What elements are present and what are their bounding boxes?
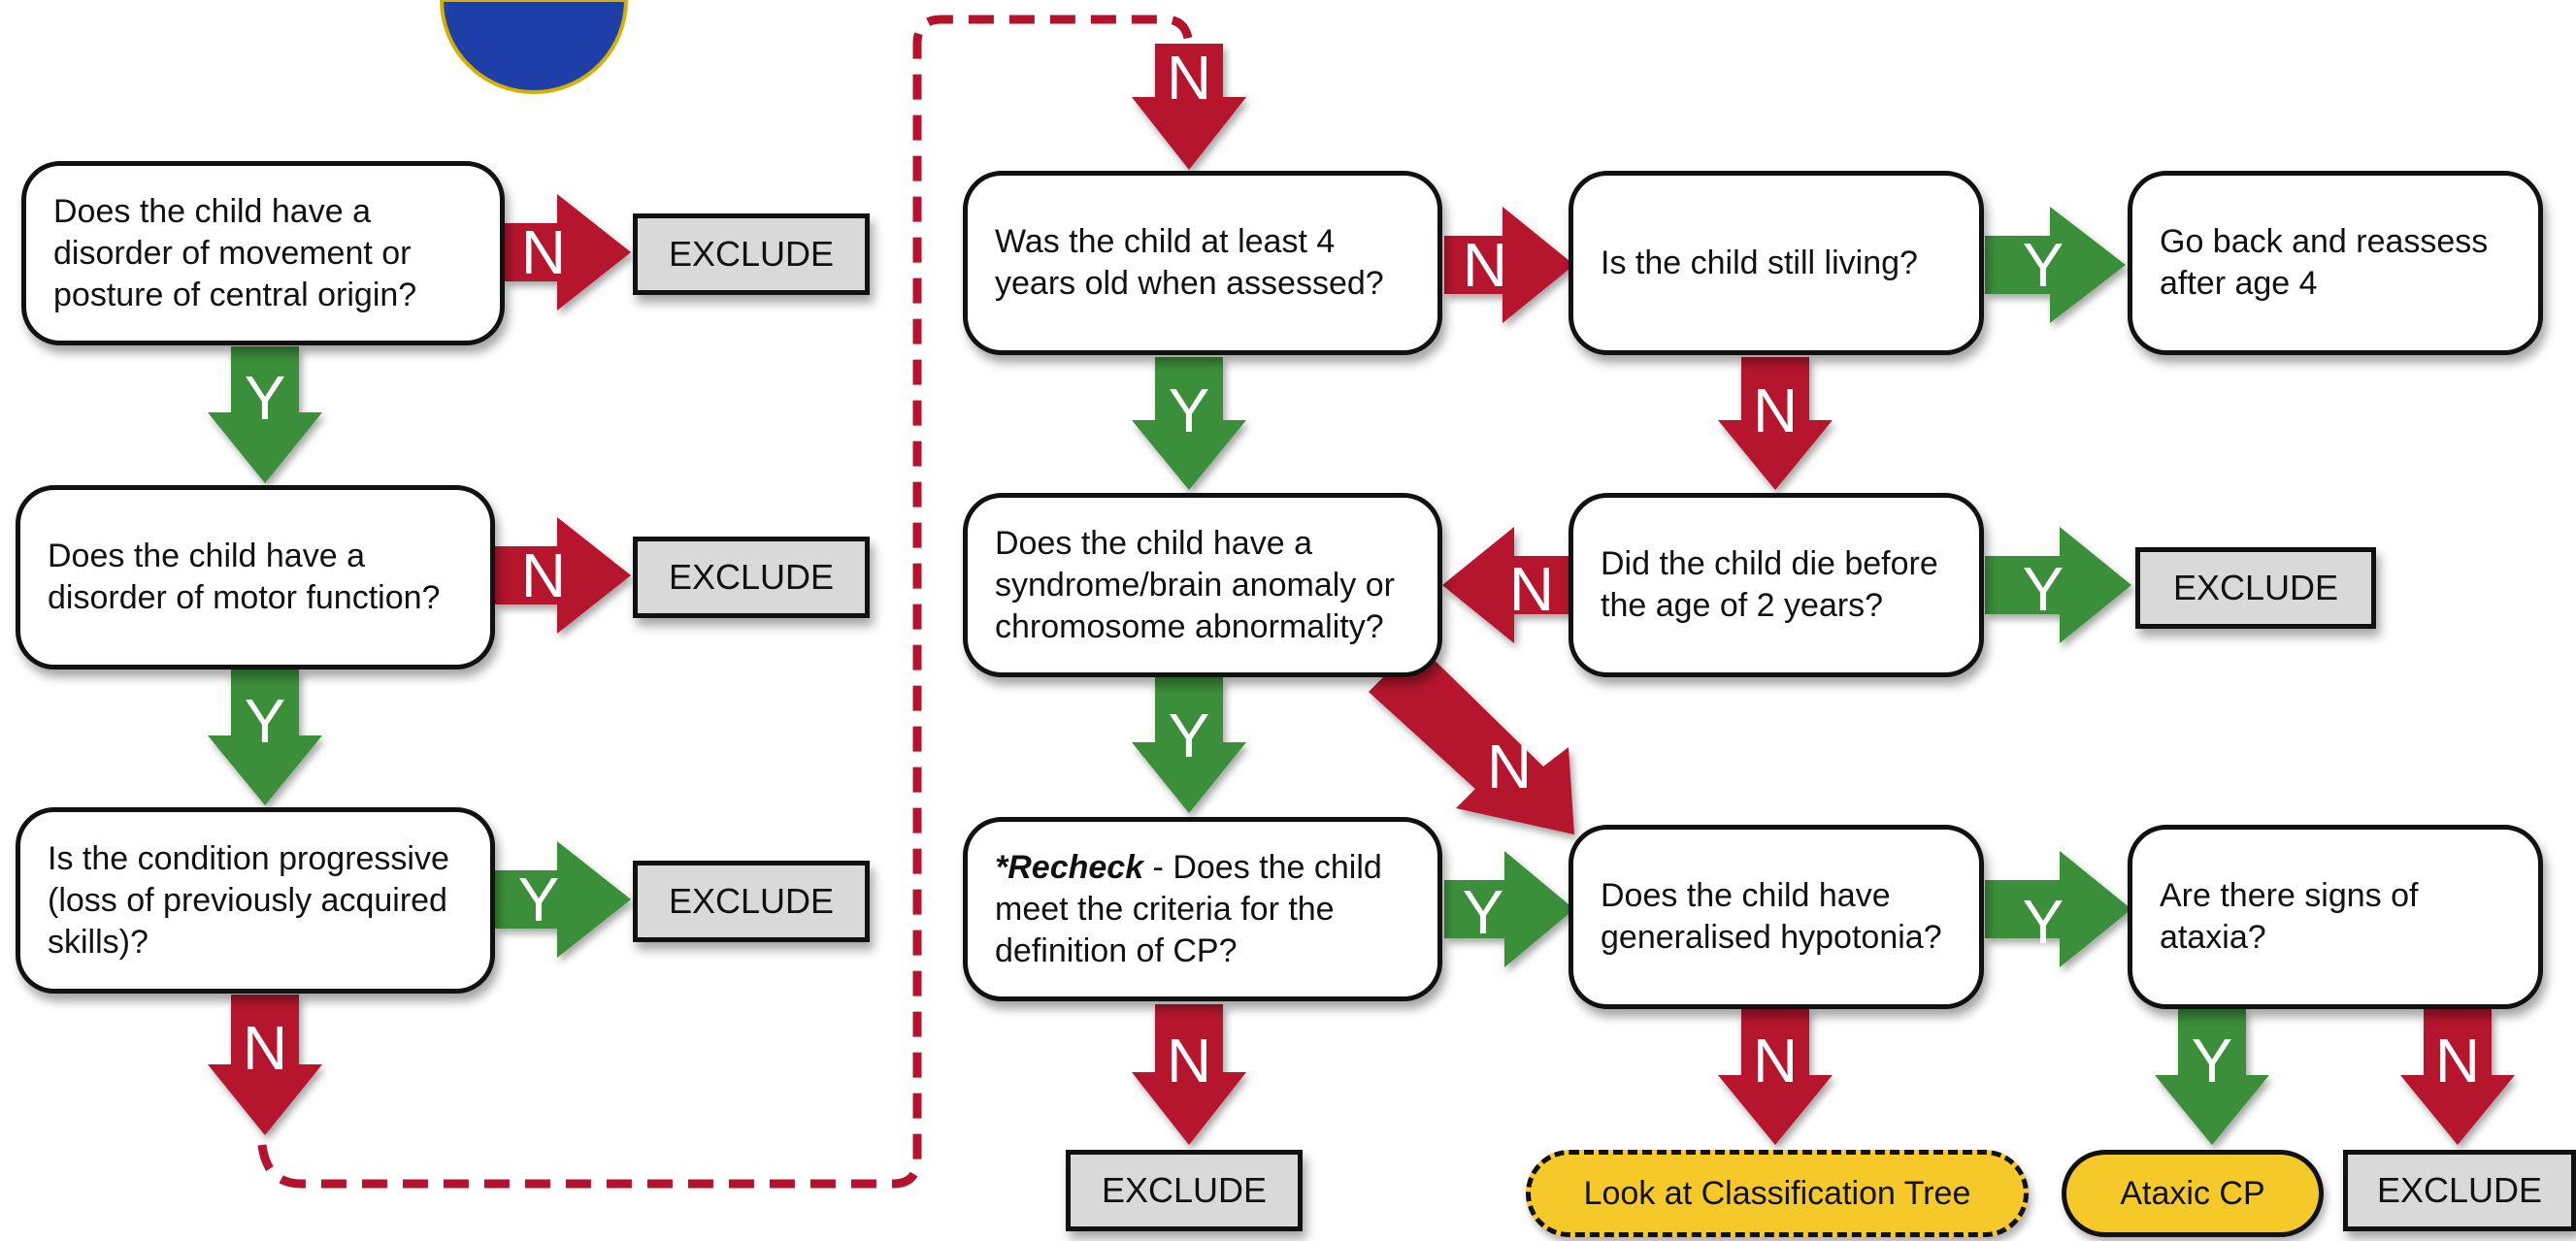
dashed-connector: [257, 15, 1194, 1189]
yes-arrow-q4: [1132, 357, 1246, 490]
label-n-q11: N: [2435, 1026, 2480, 1095]
yes-arrow-q10: [1985, 851, 2131, 967]
label-n-q4: N: [1463, 230, 1507, 300]
no-arrow-q9: [1132, 1004, 1246, 1145]
no-arrow-q8: [1442, 527, 1572, 643]
question-age-four-text: Was the child at least 4 years old when …: [995, 223, 1384, 302]
ataxic-cp-text: Ataxic CP: [2120, 1174, 2265, 1212]
classification-tree-box[interactable]: Look at Classification Tree: [1526, 1150, 2029, 1237]
question-motor-function-text: Does the child have a disorder of motor …: [48, 538, 441, 616]
label-y-q7: Y: [1169, 701, 1210, 770]
question-still-living: Is the child still living?: [1569, 171, 1984, 355]
exclude-label: EXCLUDE: [1101, 1170, 1268, 1210]
question-progressive: Is the condition progressive (loss of pr…: [16, 807, 495, 994]
label-y-q2: Y: [245, 686, 286, 756]
yes-arrow-q5: [1985, 207, 2126, 323]
label-y-q4: Y: [1169, 376, 1210, 445]
label-y-q5: Y: [2023, 230, 2064, 300]
question-still-living-text: Is the child still living?: [1601, 244, 1918, 281]
label-y-q9: Y: [1463, 877, 1504, 947]
classification-tree-text: Look at Classification Tree: [1583, 1174, 1971, 1212]
label-n-q8: N: [1509, 554, 1554, 624]
label-n-q9: N: [1167, 1026, 1211, 1095]
question-movement-disorder-text: Does the child have a disorder of moveme…: [53, 192, 417, 313]
yes-arrow-q7: [1132, 677, 1246, 813]
no-arrow-q7-diagonal: [1369, 643, 1574, 834]
recheck-rest: - Does the child meet the criteria for t…: [995, 848, 1382, 969]
exclude-label: EXCLUDE: [2376, 1170, 2543, 1210]
yes-arrow-q3: [495, 841, 631, 958]
question-progressive-text: Is the condition progressive (loss of pr…: [48, 839, 449, 961]
yes-arrow-q11: [2155, 1009, 2269, 1145]
exclude-box-5: EXCLUDE: [1066, 1150, 1303, 1231]
label-y-q10: Y: [2023, 887, 2064, 957]
no-arrow-into-q4: [1132, 44, 1246, 170]
question-syndrome-text: Does the child have a syndrome/brain ano…: [995, 524, 1395, 645]
question-died-before-two-text: Did the child die before the age of 2 ye…: [1601, 545, 1938, 624]
question-hypotonia: Does the child have generalised hypotoni…: [1569, 825, 1984, 1009]
label-n-into-q4: N: [1167, 43, 1211, 113]
label-n-q10: N: [1753, 1026, 1798, 1095]
no-arrow-q2: [495, 517, 631, 634]
question-hypotonia-text: Does the child have generalised hypotoni…: [1601, 877, 1942, 956]
question-recheck-cp-text: *Recheck - Does the child meet the crite…: [995, 847, 1408, 972]
no-arrow-q3: [208, 995, 322, 1135]
yes-arrow-q1: [208, 346, 322, 483]
no-arrow-q11: [2400, 1009, 2515, 1145]
label-n-q5: N: [1753, 376, 1798, 445]
exclude-box-1: EXCLUDE: [633, 213, 870, 295]
reassess-box: Go back and reassess after age 4: [2128, 171, 2543, 355]
label-n-q1: N: [521, 217, 566, 287]
label-n-q2: N: [521, 540, 566, 610]
label-y-q11: Y: [2192, 1026, 2233, 1095]
label-y-q8: Y: [2023, 554, 2064, 624]
reassess-text: Go back and reassess after age 4: [2160, 223, 2489, 302]
exclude-box-6: EXCLUDE: [2343, 1150, 2576, 1231]
exclude-label: EXCLUDE: [668, 881, 835, 921]
no-arrow-q4: [1444, 207, 1574, 323]
logo-icon: [439, 0, 629, 94]
exclude-label: EXCLUDE: [668, 234, 835, 274]
ataxic-cp-box: Ataxic CP: [2062, 1150, 2324, 1237]
no-arrow-q10: [1718, 1009, 1833, 1145]
question-motor-function: Does the child have a disorder of motor …: [16, 485, 495, 669]
question-syndrome: Does the child have a syndrome/brain ano…: [963, 493, 1442, 677]
label-n-q3: N: [243, 1013, 287, 1083]
yes-arrow-q2: [208, 669, 322, 805]
question-ataxia: Are there signs of ataxia?: [2128, 825, 2543, 1009]
exclude-box-2: EXCLUDE: [633, 537, 870, 618]
exclude-box-3: EXCLUDE: [633, 861, 870, 942]
question-movement-disorder: Does the child have a disorder of moveme…: [21, 161, 505, 345]
exclude-box-4: EXCLUDE: [2135, 547, 2376, 629]
recheck-emphasis: *Recheck: [995, 848, 1144, 886]
exclude-label: EXCLUDE: [668, 557, 835, 597]
exclude-label: EXCLUDE: [2172, 568, 2339, 607]
yes-arrow-q8: [1985, 527, 2131, 643]
label-y-q1: Y: [245, 363, 286, 433]
yes-arrow-q9: [1444, 851, 1574, 967]
question-died-before-two: Did the child die before the age of 2 ye…: [1569, 493, 1984, 677]
no-arrow-q1: [505, 194, 631, 310]
label-y-q3: Y: [518, 865, 560, 934]
question-age-four: Was the child at least 4 years old when …: [963, 171, 1442, 355]
question-ataxia-text: Are there signs of ataxia?: [2160, 877, 2419, 956]
question-recheck-cp: *Recheck - Does the child meet the crite…: [963, 817, 1442, 1001]
no-arrow-q5: [1718, 357, 1833, 490]
label-n-q7: N: [1487, 732, 1532, 801]
